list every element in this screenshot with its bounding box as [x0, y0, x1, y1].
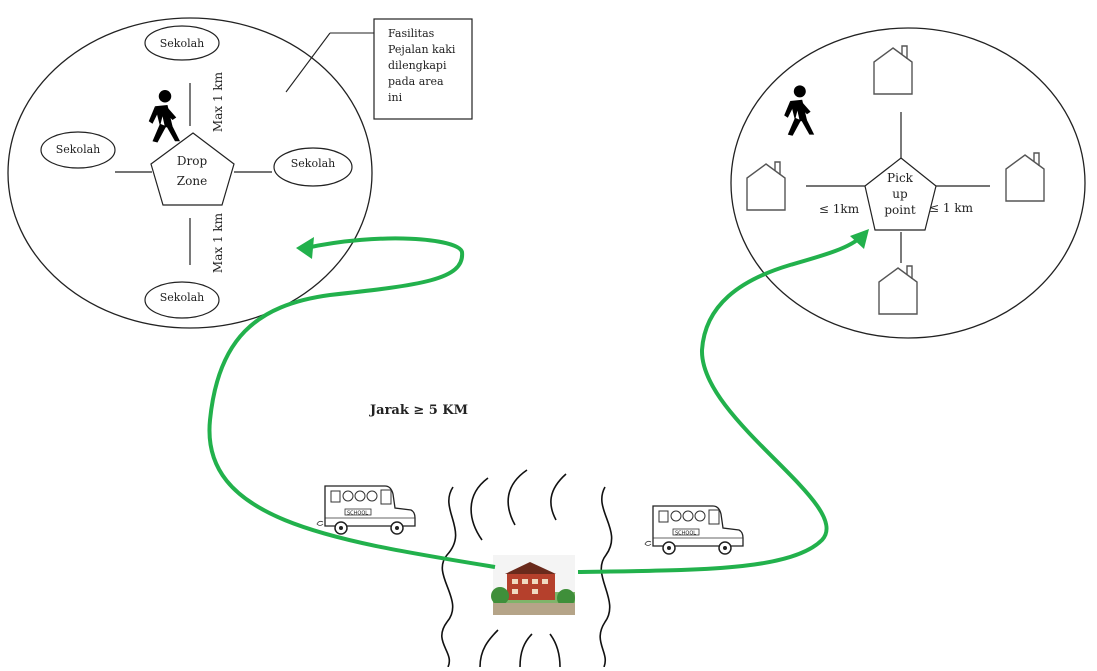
svg-text:point: point [884, 203, 915, 217]
house-icon [873, 45, 913, 95]
pickup-point: Pick up point [864, 157, 937, 231]
walking-person-icon [148, 90, 180, 143]
house-icon [746, 161, 786, 211]
svg-text:Zone: Zone [177, 174, 207, 188]
house-icon [878, 265, 918, 315]
route-to-pickup-point [577, 229, 869, 574]
distance-label: Jarak ≥ 5 KM [369, 403, 468, 418]
svg-text:Fasilitas: Fasilitas [388, 27, 435, 40]
school-left: Sekolah [40, 131, 116, 169]
school-building-icon [491, 555, 575, 615]
svg-text:Pejalan kaki: Pejalan kaki [388, 43, 456, 56]
pedestrian-facility-note: Fasilitas Pejalan kaki dilengkapi pada a… [373, 18, 473, 120]
distance-label-upper: Max 1 km [211, 71, 225, 132]
svg-text:dilengkapi: dilengkapi [388, 59, 447, 72]
school-top: Sekolah [144, 25, 220, 61]
distance-label-right: ≤ 1 km [929, 201, 974, 215]
drop-zone-area [7, 17, 373, 329]
school-bus-icon [644, 505, 744, 555]
school-bottom: Sekolah [144, 281, 220, 319]
school-bus-icon [316, 485, 416, 535]
school-right: Sekolah [273, 147, 353, 187]
svg-text:Pick: Pick [887, 171, 914, 185]
svg-text:pada area: pada area [388, 75, 444, 88]
wave-lines [441, 469, 613, 668]
svg-text:Sekolah: Sekolah [160, 37, 205, 50]
house-icon [1005, 152, 1045, 202]
svg-text:Sekolah: Sekolah [56, 143, 101, 156]
svg-text:ini: ini [388, 91, 403, 104]
svg-text:Sekolah: Sekolah [160, 291, 205, 304]
drop-zone: Drop Zone [150, 132, 235, 206]
distance-label-lower: Max 1 km [211, 212, 225, 273]
svg-text:up: up [892, 187, 908, 201]
svg-text:Sekolah: Sekolah [291, 157, 336, 170]
route-to-drop-zone [207, 236, 496, 569]
walking-person-icon [784, 85, 815, 136]
distance-label-left: ≤ 1km [819, 202, 860, 216]
svg-text:Drop: Drop [177, 154, 208, 168]
pickup-area [730, 27, 1086, 339]
